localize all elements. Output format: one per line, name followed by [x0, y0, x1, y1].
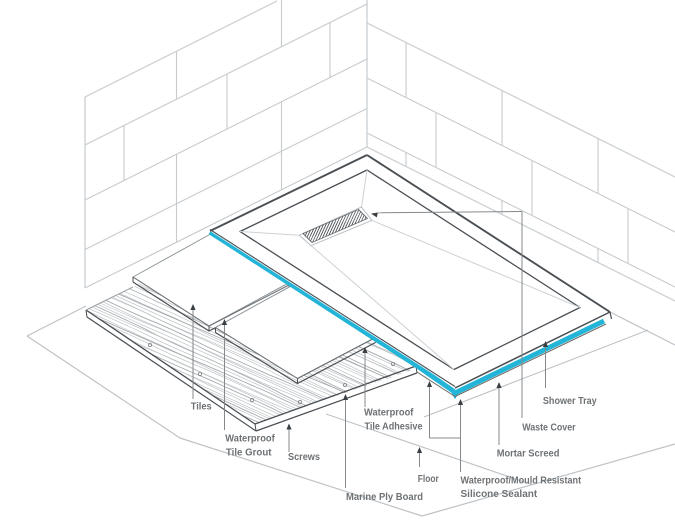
- svg-text:Screws: Screws: [288, 452, 320, 463]
- svg-text:Floor: Floor: [418, 474, 439, 485]
- svg-text:Waterproof: Waterproof: [225, 434, 275, 445]
- svg-text:Mortar Screed: Mortar Screed: [497, 449, 560, 460]
- svg-text:Shower Tray: Shower Tray: [543, 396, 597, 407]
- svg-text:Tiles: Tiles: [191, 402, 212, 413]
- svg-text:Tile Adhesive: Tile Adhesive: [365, 422, 423, 433]
- svg-text:Waterproof/Mould Resistant: Waterproof/Mould Resistant: [461, 476, 582, 487]
- svg-text:Tile Grout: Tile Grout: [226, 448, 272, 459]
- svg-text:Waterproof: Waterproof: [364, 408, 414, 419]
- svg-text:Marine Ply Board: Marine Ply Board: [346, 492, 423, 503]
- svg-text:Waste Cover: Waste Cover: [522, 423, 575, 434]
- svg-text:Silicone Sealant: Silicone Sealant: [461, 489, 538, 500]
